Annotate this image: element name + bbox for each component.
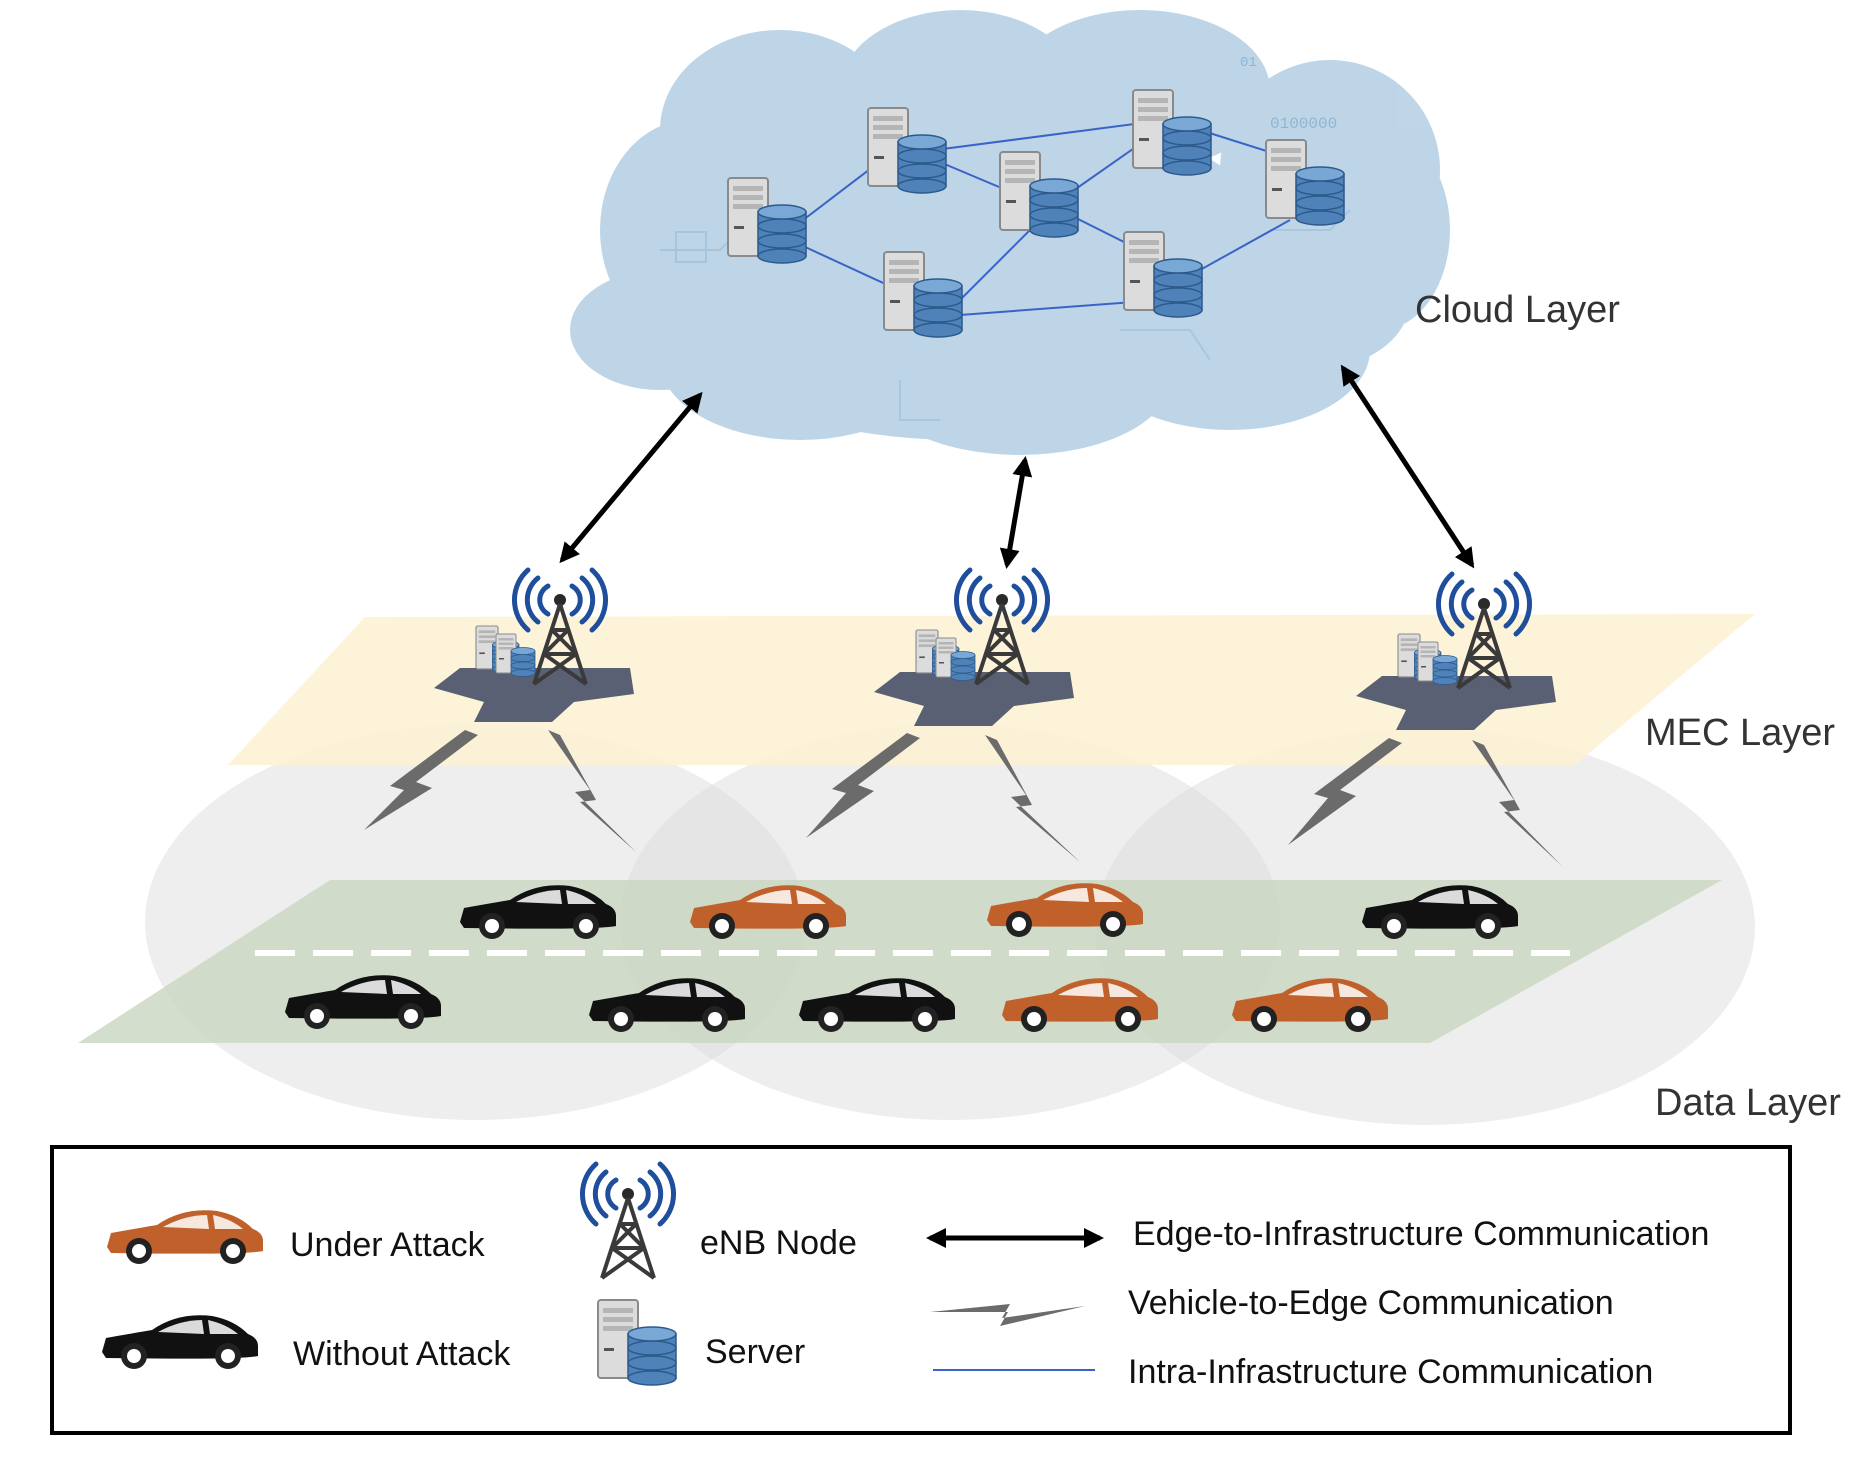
cloud-binary-text-2: 01	[1240, 55, 1257, 71]
legend: Under Attack Without Attack eNB Node Ser…	[50, 1145, 1792, 1435]
legend-lightning-icon	[930, 1304, 1085, 1326]
legend-intra-infra-label: Intra-Infrastructure Communication	[1128, 1353, 1653, 1391]
legend-server-label: Server	[705, 1333, 805, 1371]
legend-box	[50, 1145, 1792, 1435]
vehicle-to-edge-links	[364, 730, 1562, 866]
mec-layer-label: MEC Layer	[1645, 712, 1835, 754]
legend-edge-to-infra-label: Edge-to-Infrastructure Communication	[1133, 1215, 1709, 1253]
edge-to-infra-arrow-right	[1340, 364, 1475, 569]
cloud: 0100000 01	[570, 10, 1450, 455]
edge-to-infrastructure-arrows	[559, 364, 1475, 569]
cloud-binary-text: 0100000	[1270, 115, 1337, 133]
data-layer-label: Data Layer	[1655, 1082, 1841, 1124]
cloud-layer-label: Cloud Layer	[1415, 289, 1620, 331]
legend-enb-label: eNB Node	[700, 1224, 857, 1262]
legend-without-attack-label: Without Attack	[293, 1335, 511, 1373]
edge-to-infra-arrow-left	[559, 391, 703, 564]
edge-to-infra-arrow-middle	[999, 456, 1033, 569]
legend-under-attack-label: Under Attack	[290, 1226, 486, 1264]
legend-vehicle-to-edge-label: Vehicle-to-Edge Communication	[1128, 1284, 1614, 1322]
